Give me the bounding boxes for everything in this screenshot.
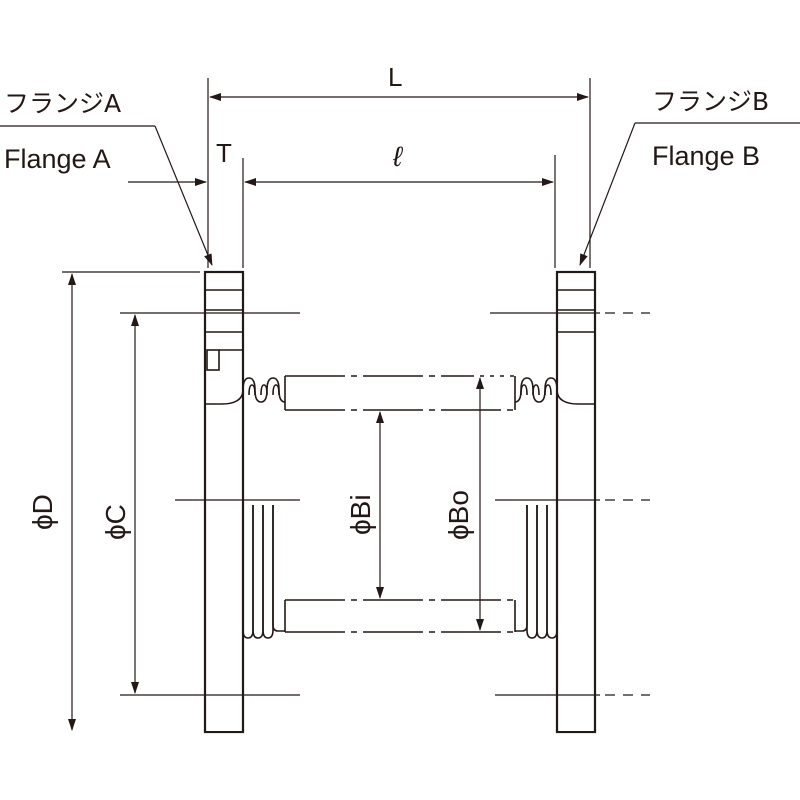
bellows-bottom-left [242, 505, 286, 639]
dim-l-label: ℓ [392, 141, 404, 172]
flange-b-body [555, 270, 597, 734]
flange-a-leader [0, 125, 213, 266]
flange-a-jp-label: フランジA [4, 89, 121, 118]
center-lines [62, 271, 650, 696]
flange-a-body [203, 270, 245, 734]
dim-D-label: ϕD [27, 494, 58, 530]
flange-b-en-label: Flange B [652, 141, 760, 171]
dim-C-label: ϕC [100, 504, 131, 540]
flange-a-en-label: Flange A [4, 144, 111, 174]
dim-Bo-label: ϕBo [443, 490, 474, 540]
bellows-top-left [205, 376, 286, 410]
extension-lines [207, 78, 591, 268]
dim-L-label: L [388, 62, 402, 92]
bellows-top-right [514, 376, 595, 410]
flange-b-jp-label: フランジB [652, 87, 769, 116]
bellows-bottom-right [514, 505, 558, 639]
flange-b-leader [579, 122, 800, 266]
dim-T-label: T [216, 138, 232, 168]
dim-Bi-label: ϕBi [345, 494, 376, 535]
